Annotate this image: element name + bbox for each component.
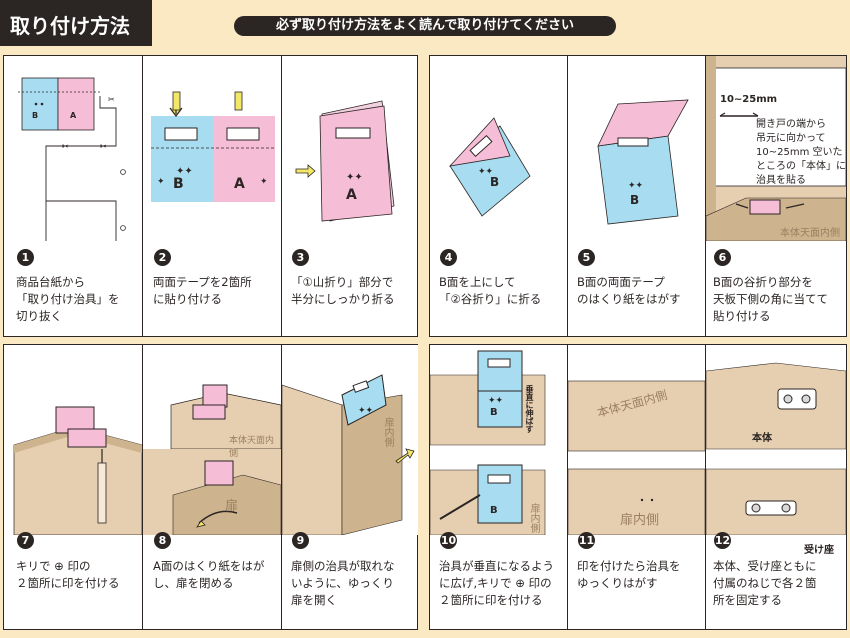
step-2: B A ✦✦ ✦ ✦ 2 両面テープを2箇所 に貼り付ける <box>143 56 282 336</box>
step-6-number: 6 <box>714 249 731 266</box>
step-6-illustration <box>706 56 846 241</box>
step-5: B ✦✦ 5 B面の両面テープ のはくり紙をはがす <box>568 56 706 336</box>
step-10-caption: 治具が垂直になるよう に広げ,キリで ⊕ 印の ２箇所に印を付ける <box>439 559 554 607</box>
step-3: A ✦✦ 3 「①山折り」部分で 半分にしっかり折る <box>282 56 419 336</box>
page-title: 取り付け方法 <box>0 0 152 46</box>
svg-text:✦✦: ✦✦ <box>358 406 374 416</box>
step-2-illustration: B A ✦✦ ✦ ✦ <box>151 91 275 202</box>
step-10-number: 10 <box>440 532 457 549</box>
svg-text:✦✦: ✦✦ <box>488 396 504 406</box>
step-8: 本体天面内側 扉 8 A面のはくり紙をはが し、扉を閉める <box>143 345 282 629</box>
svg-text:A: A <box>346 187 357 203</box>
ceiling-inside-label-8: 本体天面内側 <box>229 436 275 459</box>
step-11-illustration <box>568 345 705 535</box>
step-10: B ✦✦ B 垂直に伸ばす 扉内側 10 治具が垂直になるよう に広げ,キリで … <box>430 345 568 629</box>
step-4-caption: B面を上にして 「②谷折り」に折る <box>439 275 542 306</box>
step-9-number: 9 <box>292 532 309 549</box>
vertical-label: 垂直に伸ばす <box>525 385 534 433</box>
step-11-caption: 印を付けたら治具を ゆっくりはがす <box>577 559 681 590</box>
svg-text:B: B <box>32 111 38 120</box>
svg-text:A: A <box>234 176 245 192</box>
step-7-number: 7 <box>17 532 34 549</box>
step-group-4: B ✦✦ B 垂直に伸ばす 扉内側 10 治具が垂直になるよう に広げ,キリで … <box>429 344 847 630</box>
step-8-illustration <box>143 345 281 535</box>
step-12-number: 12 <box>714 532 731 549</box>
step-group-2: B ✦✦ 4 B面を上にして 「②谷折り」に折る B ✦✦ 5 B面の両面テープ… <box>429 55 847 337</box>
door-label: 扉 <box>225 499 239 514</box>
ceiling-inside-label: 本体天面内側 <box>780 228 840 239</box>
step-5-number: 5 <box>578 249 595 266</box>
step-4: B ✦✦ 4 B面を上にして 「②谷折り」に折る <box>430 56 568 336</box>
step-11-number: 11 <box>578 532 595 549</box>
step-11: 本体天面内側 扉内側 11 印を付けたら治具を ゆっくりはがす <box>568 345 706 629</box>
step-7: 7 キリで ⊕ 印の ２箇所に印を付ける <box>4 345 143 629</box>
step-4-illustration: B ✦✦ <box>448 117 531 217</box>
step-12-illustration <box>706 345 846 535</box>
step-4-number: 4 <box>440 249 457 266</box>
step-5-illustration: B ✦✦ <box>597 99 689 225</box>
measure-label: 10~25mm <box>720 94 778 105</box>
step-8-number: 8 <box>154 532 171 549</box>
svg-text:✂: ✂ <box>62 142 69 151</box>
step-12-caption: 本体、受け座ともに 付属のねじで各２箇 所を固定する <box>713 559 817 607</box>
step-5-caption: B面の両面テープ のはくり紙をはがす <box>577 275 681 306</box>
svg-text:✦✦: ✦✦ <box>628 181 644 191</box>
step-1: B A ✂ ✂ ✂ 1 商品台紙から 「取り付け治具」を 切り抜く <box>4 56 143 336</box>
svg-text:B: B <box>173 176 184 192</box>
step-group-3: 7 キリで ⊕ 印の ２箇所に印を付ける 本体天面内側 扉 8 A面のはくり紙を… <box>3 344 418 630</box>
svg-text:B: B <box>490 175 499 189</box>
hinge-body-icon <box>777 388 817 410</box>
step-3-illustration: A ✦✦ <box>295 100 395 222</box>
step-7-caption: キリで ⊕ 印の ２箇所に印を付ける <box>16 559 120 590</box>
step-9-caption: 扉側の治具が取れな いように、ゆっくり 扉を開く <box>291 559 395 607</box>
body-label: 本体 <box>752 433 772 444</box>
svg-text:✂: ✂ <box>100 142 107 151</box>
door-inside-label-11: 扉内側 <box>620 513 660 528</box>
svg-text:✦: ✦ <box>260 177 268 187</box>
svg-text:✦: ✦ <box>157 177 165 187</box>
step-6-note: 開き戸の端から 吊元に向かって 10~25mm 空いた ところの「本体」に 治具… <box>756 119 846 186</box>
step-9: ✦✦ 扉内側 9 扉側の治具が取れな いように、ゆっくり 扉を開く <box>282 345 419 629</box>
step-8-caption: A面のはくり紙をはが し、扉を閉める <box>153 559 265 590</box>
door-inside-label-10: 扉内側 <box>528 503 539 533</box>
step-6-caption: B面の谷折り部分を 天板下側の角に当てて 貼り付ける <box>713 275 828 323</box>
step-3-caption: 「①山折り」部分で 半分にしっかり折る <box>291 275 395 306</box>
step-1-number: 1 <box>17 249 34 266</box>
svg-text:✦✦: ✦✦ <box>346 172 363 183</box>
step-9-illustration: ✦✦ <box>282 345 418 535</box>
svg-text:✦✦: ✦✦ <box>176 166 193 177</box>
svg-text:✂: ✂ <box>108 95 115 104</box>
step-1-illustration: B A ✂ ✂ ✂ <box>18 77 126 241</box>
svg-text:A: A <box>70 111 77 120</box>
svg-text:B: B <box>490 407 498 418</box>
receiver-label: 受け座 <box>804 545 834 556</box>
door-inside-label-9: 扉内側 <box>382 417 393 447</box>
step-2-caption: 両面テープを2箇所 に貼り付ける <box>153 275 252 306</box>
svg-text:B: B <box>630 193 639 207</box>
step-group-1: B A ✂ ✂ ✂ 1 商品台紙から 「取り付け治具」を 切り抜く B A <box>3 55 418 337</box>
step-1-caption: 商品台紙から 「取り付け治具」を 切り抜く <box>16 275 120 323</box>
step-3-number: 3 <box>292 249 309 266</box>
svg-text:✦✦: ✦✦ <box>478 167 494 177</box>
step-7-illustration <box>4 345 142 535</box>
step-6: 10~25mm 開き戸の端から 吊元に向かって 10~25mm 空いた ところの… <box>706 56 846 336</box>
svg-text:B: B <box>490 505 498 516</box>
step-2-number: 2 <box>154 249 171 266</box>
step-12: 本体 受け座 12 本体、受け座ともに 付属のねじで各２箇 所を固定する <box>706 345 846 629</box>
page-subtitle: 必ず取り付け方法をよく読んで取り付けてください <box>234 16 616 36</box>
receiver-icon <box>745 500 797 516</box>
step-10-illustration: B ✦✦ B <box>430 345 567 535</box>
